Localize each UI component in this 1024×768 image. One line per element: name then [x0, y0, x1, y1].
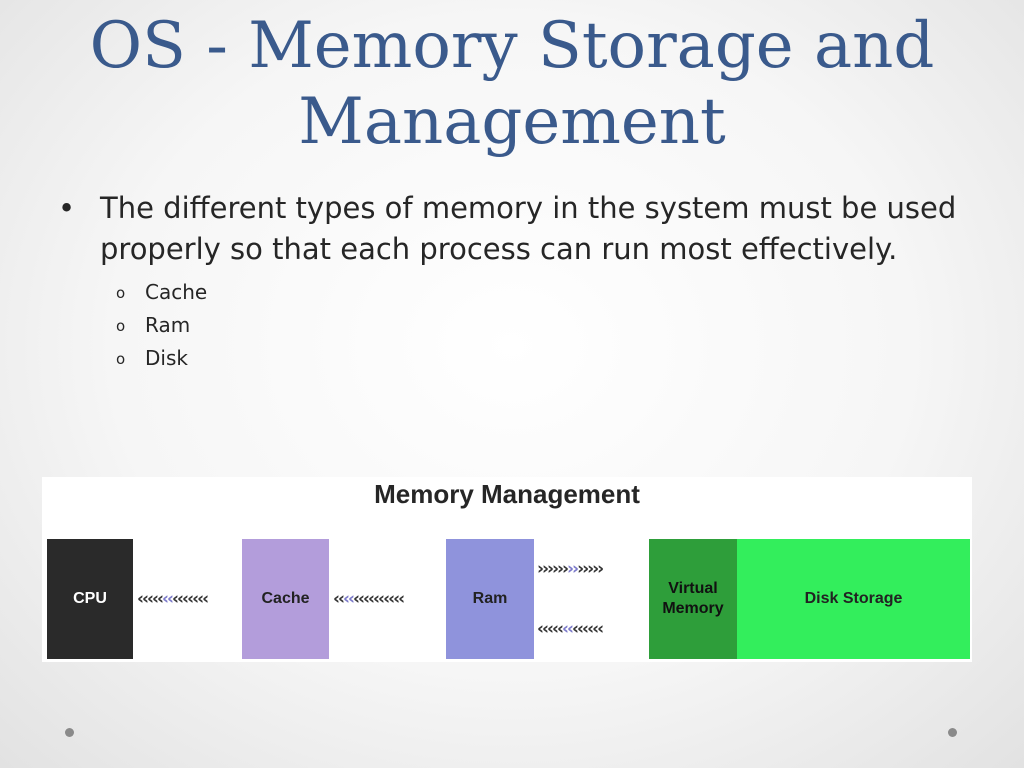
bullet-item: • The different types of memory in the s…	[56, 188, 976, 270]
diagram-title: Memory Management	[374, 479, 640, 509]
arrow-virtual-memory-to-ram: ‹‹‹‹‹‹‹‹‹‹‹‹‹	[537, 619, 604, 639]
slide-title: OS - Memory Storage and Management	[89, 9, 935, 159]
arrow-ram-to-cache: ‹‹‹‹‹‹‹‹‹‹‹‹‹‹	[333, 589, 405, 609]
dot-icon[interactable]	[948, 728, 957, 737]
sub-bullet-list: o Cache o Ram o Disk	[56, 276, 976, 375]
sub-bullet-marker: o	[116, 317, 126, 335]
ram-box: Ram	[446, 539, 534, 659]
cpu-box: CPU	[47, 539, 133, 659]
sub-bullet-text: Ram	[145, 313, 191, 337]
virtual-memory-box: Virtual Memory	[649, 539, 737, 659]
arrow-ram-to-virtual-memory: ›››››››››››››	[537, 559, 604, 579]
bullet-marker: •	[58, 191, 76, 225]
disk-storage-box: Disk Storage	[737, 539, 970, 659]
cache-box: Cache	[242, 539, 329, 659]
memory-management-diagram: Memory Management CPU ‹‹‹‹‹‹‹‹‹‹‹‹‹‹ Cac…	[42, 477, 972, 662]
sub-bullet-ram: o Ram	[56, 309, 976, 342]
arrow-cache-to-cpu: ‹‹‹‹‹‹‹‹‹‹‹‹‹‹	[137, 589, 209, 609]
sub-bullet-disk: o Disk	[56, 342, 976, 375]
sub-bullet-cache: o Cache	[56, 276, 976, 309]
sub-bullet-text: Disk	[145, 346, 188, 370]
bullet-text: The different types of memory in the sys…	[100, 191, 957, 266]
sub-bullet-text: Cache	[145, 280, 208, 304]
sub-bullet-marker: o	[116, 284, 126, 302]
bullet-list: • The different types of memory in the s…	[56, 188, 976, 375]
sub-bullet-marker: o	[116, 350, 126, 368]
dot-icon[interactable]	[65, 728, 74, 737]
